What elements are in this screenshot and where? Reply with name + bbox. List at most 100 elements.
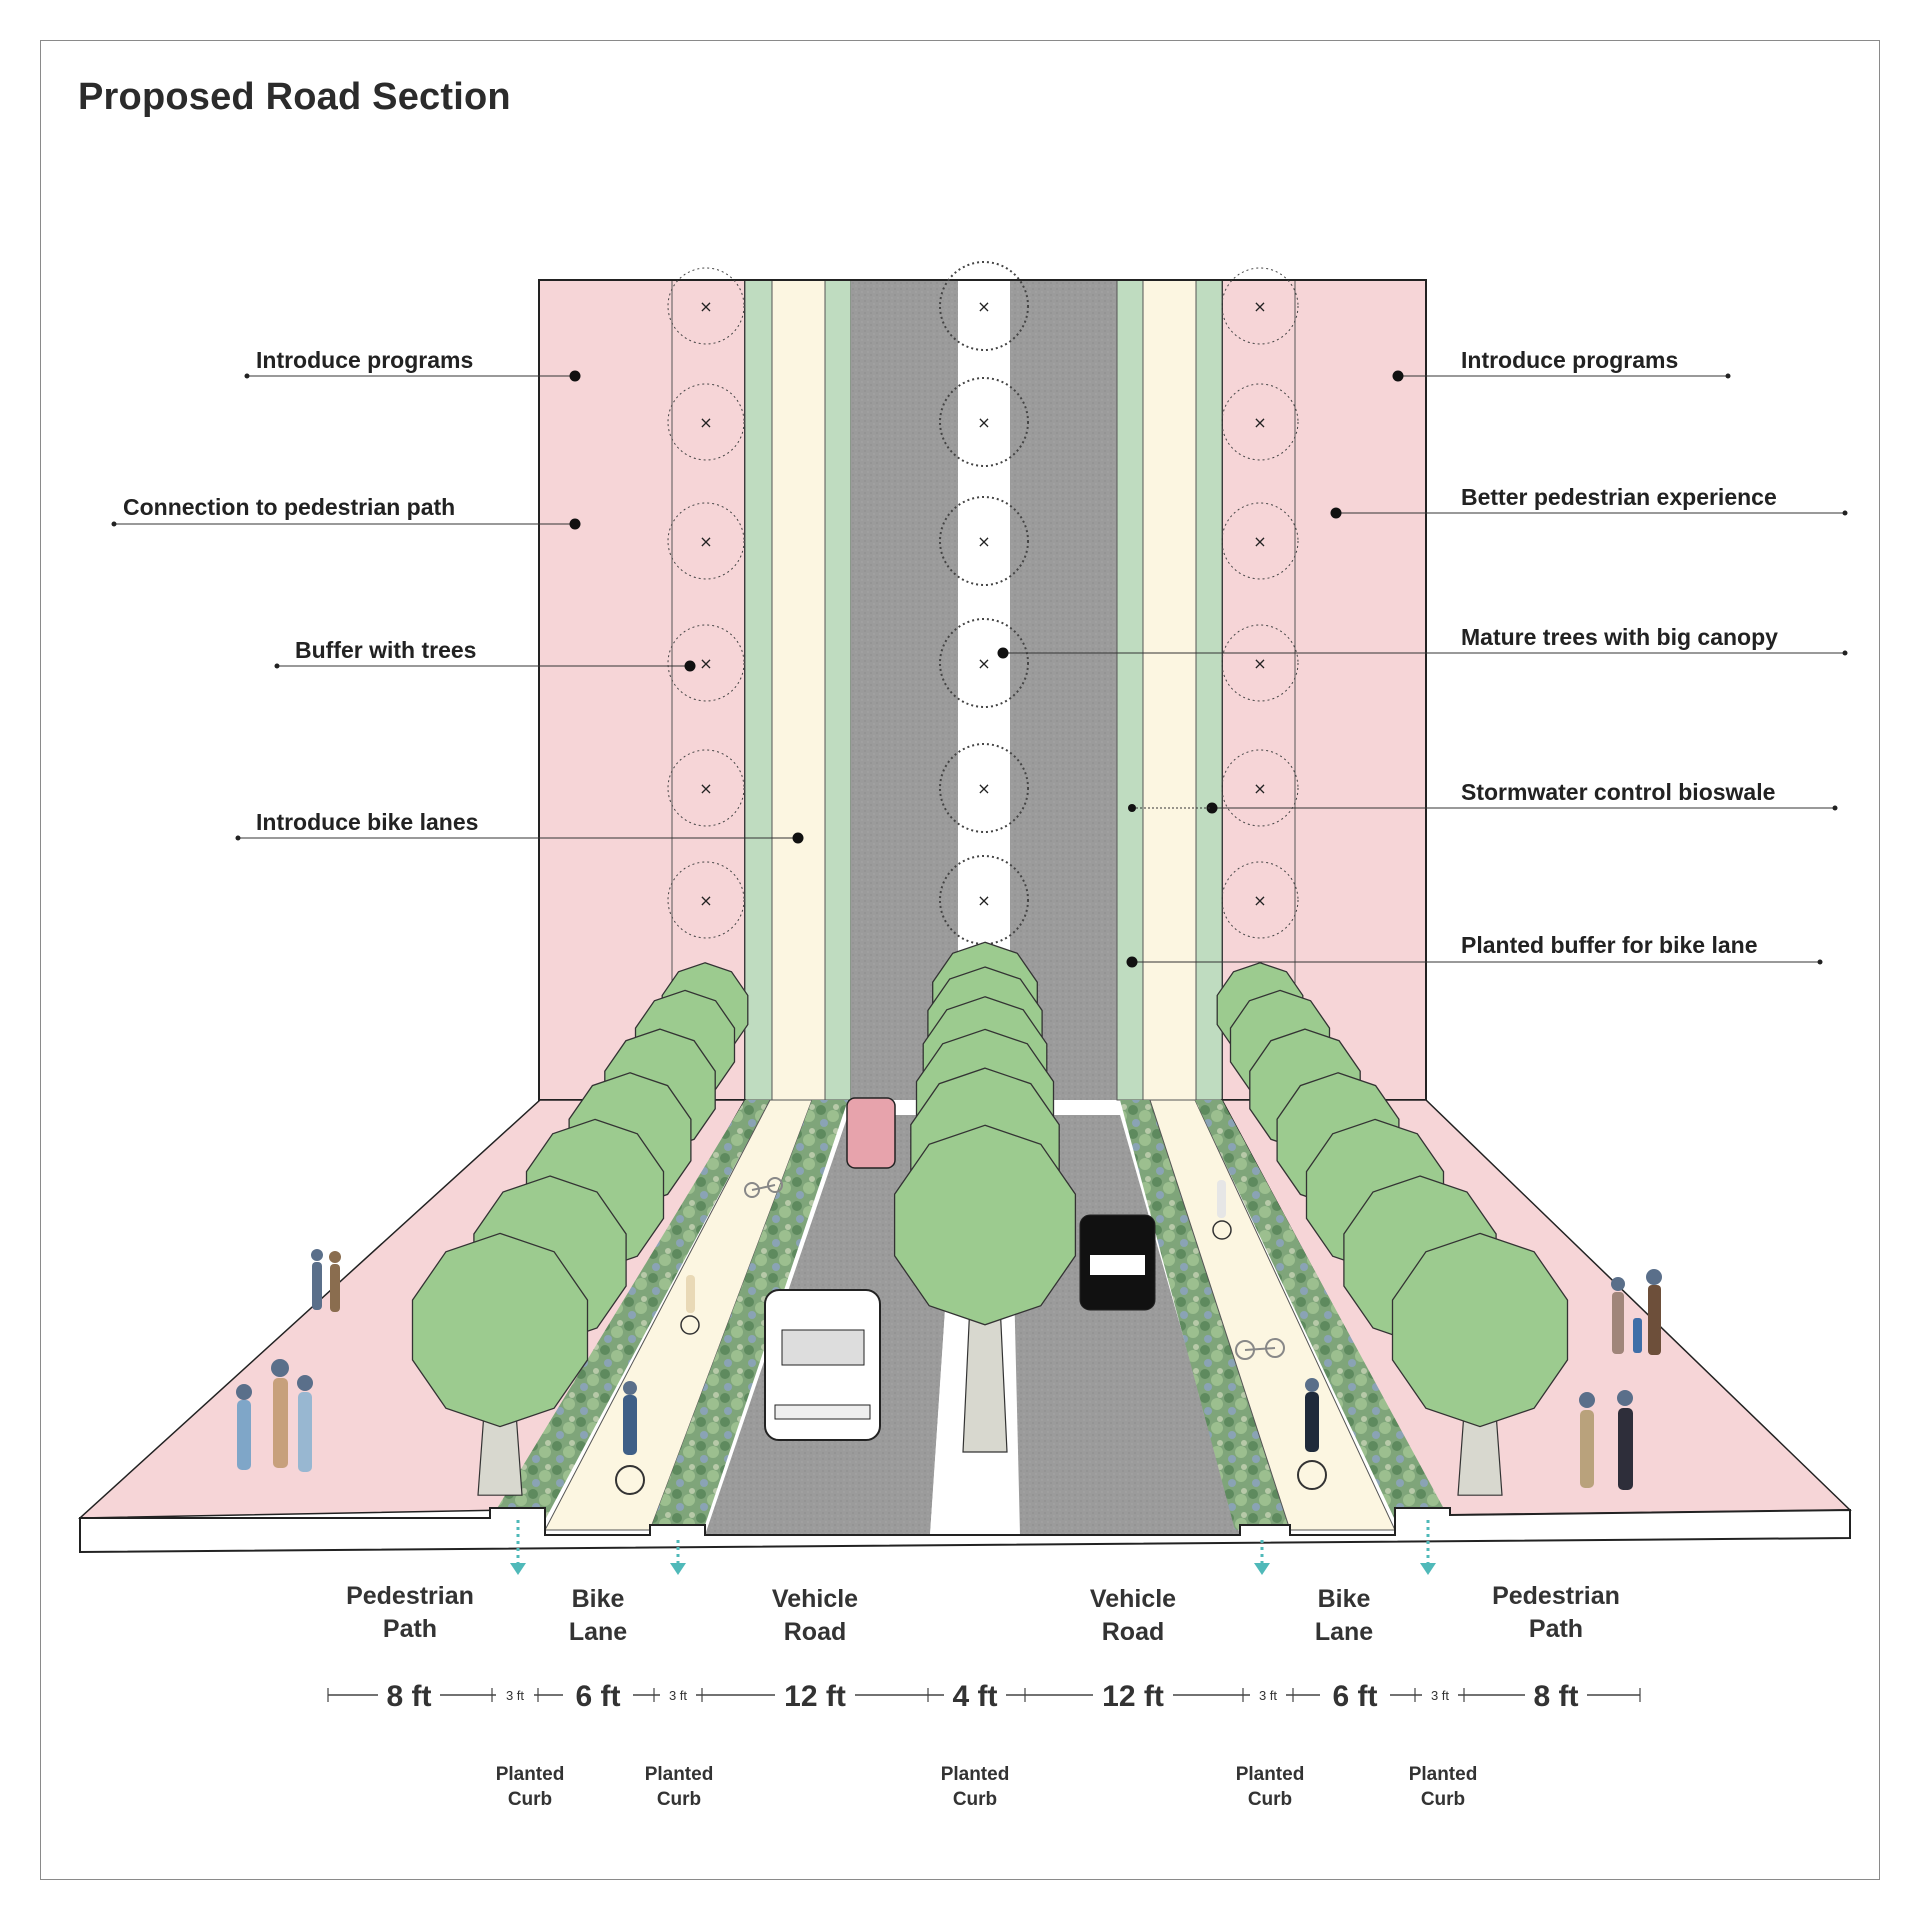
- zone-bike-right-2: Lane: [1315, 1618, 1373, 1646]
- leader-l2-start-dot: [111, 521, 117, 527]
- cyclist-left: [615, 1381, 645, 1495]
- dim-median: 4 ft: [953, 1680, 998, 1713]
- plan-tree-right-1: [1221, 383, 1299, 461]
- leader-l1-start-dot: [244, 373, 250, 379]
- plan-tree-median-marker-1: ×: [977, 413, 990, 432]
- plan-tree-left-marker-1: ×: [699, 413, 712, 432]
- callout-introduce-bike-lanes: Introduce bike lanes: [256, 809, 478, 835]
- curb-label-3b: Curb: [953, 1789, 997, 1810]
- tree-left-6-canopy: [411, 1232, 589, 1428]
- dim-ped-left: 8 ft: [387, 1680, 432, 1713]
- plan-tree-right-marker-3: ×: [1253, 654, 1266, 673]
- zone-bike-left-2: Lane: [569, 1618, 627, 1646]
- dim-bike-left: 6 ft: [576, 1680, 621, 1713]
- perspective-trees: [411, 941, 1569, 1496]
- plan-tree-right-5: [1221, 861, 1299, 939]
- planted-ground-left-inner: [650, 1100, 848, 1530]
- leader-r4-start-dot: [1832, 805, 1838, 811]
- cyclist-right: [1297, 1378, 1327, 1490]
- bike-symbol-right: [1235, 1338, 1285, 1360]
- leader-r4-branch-dot: [1128, 804, 1136, 812]
- plan-tree-median-3: [939, 618, 1029, 708]
- tree-median-5: [893, 1124, 1077, 1453]
- leader-l1-end-dot: [569, 370, 581, 382]
- car-far-red: [846, 1097, 896, 1169]
- walker-group-left-near: [236, 1359, 313, 1472]
- zone-ped-left-2: Path: [383, 1615, 437, 1643]
- plan-tree-right-marker-5: ×: [1253, 891, 1266, 910]
- plan-road-left: [851, 280, 958, 1100]
- callout-stormwater-bioswale: Stormwater control bioswale: [1461, 779, 1775, 805]
- dim-curb-3: 3 ft: [1259, 1688, 1277, 1703]
- callout-buffer-with-trees: Buffer with trees: [295, 637, 476, 663]
- zone-bike-right-1: Bike: [1318, 1585, 1371, 1613]
- leader-r5-end-dot: [1126, 956, 1138, 968]
- plan-tree-left-4: [667, 749, 745, 827]
- plan-tree-right-2: [1221, 502, 1299, 580]
- plan-bike-right: [1142, 279, 1197, 1101]
- leader-r5-start-dot: [1817, 959, 1823, 965]
- curb-label-5b: Curb: [1421, 1789, 1465, 1810]
- curb-label-2a: Planted: [645, 1764, 714, 1785]
- zone-ped-right-2: Path: [1529, 1615, 1583, 1643]
- people: [236, 1180, 1662, 1495]
- callout-planted-buffer-bike-lane: Planted buffer for bike lane: [1461, 932, 1758, 958]
- plan-tree-right-0: [1221, 267, 1299, 345]
- walker-group-right-near: [1579, 1390, 1633, 1490]
- plan-tree-median-marker-0: ×: [977, 297, 990, 316]
- plan-tree-left-3: [667, 624, 745, 702]
- zone-road-left-2: Road: [784, 1618, 847, 1646]
- leader-r2-start-dot: [1842, 510, 1848, 516]
- plan-tree-right-marker-0: ×: [1253, 297, 1266, 316]
- plan-tree-left-0: [667, 267, 745, 345]
- plan-bike-left: [771, 279, 826, 1101]
- callout-leaders: [111, 370, 1848, 968]
- planted-ground-left: [490, 1100, 770, 1520]
- callout-introduce-programs-right: Introduce programs: [1461, 347, 1678, 373]
- curb-labels: Planted Curb Planted Curb Planted Curb P…: [496, 1764, 1478, 1810]
- dimension-bar: 8 ft 3 ft 6 ft 3 ft 12 ft 4 ft 12 ft 3 f…: [327, 1677, 1641, 1713]
- tree-right-6: [1391, 1232, 1569, 1496]
- plan-tree-median-1: [939, 377, 1029, 467]
- dim-curb-2: 3 ft: [669, 1688, 687, 1703]
- callouts-left: Introduce programs Connection to pedestr…: [123, 347, 478, 835]
- leader-r3-start-dot: [1842, 650, 1848, 656]
- tree-left-6: [411, 1232, 589, 1496]
- curb-label-5a: Planted: [1409, 1764, 1478, 1785]
- plan-tree-median-2: [939, 496, 1029, 586]
- leader-r1-start-dot: [1725, 373, 1731, 379]
- leader-r2-end-dot: [1330, 507, 1342, 519]
- cyclist-left-far: [680, 1275, 700, 1335]
- stormwater-arrows: [510, 1520, 1436, 1575]
- dim-curb-4: 3 ft: [1431, 1688, 1449, 1703]
- plan-tree-right-marker-1: ×: [1253, 413, 1266, 432]
- plan-tree-median-marker-4: ×: [977, 779, 990, 798]
- callout-mature-trees-big-canopy: Mature trees with big canopy: [1461, 624, 1778, 650]
- plan-tree-left-2: [667, 502, 745, 580]
- plan-tree-median-5: [939, 855, 1029, 945]
- leader-r1-end-dot: [1392, 370, 1404, 382]
- plan-curb-left-outer: [744, 279, 773, 1101]
- dim-road-left: 12 ft: [784, 1680, 846, 1713]
- planted-ground-right: [1195, 1100, 1450, 1520]
- cyclist-right-far: [1212, 1180, 1232, 1240]
- diagram-frame: [40, 40, 1880, 1880]
- walker-group-right-far: [1611, 1269, 1662, 1355]
- plan-tree-right-marker-2: ×: [1253, 532, 1266, 551]
- curb-label-1a: Planted: [496, 1764, 565, 1785]
- curb-label-2b: Curb: [657, 1789, 701, 1810]
- leader-l3-start-dot: [274, 663, 280, 669]
- plan-tree-median-marker-2: ×: [977, 532, 990, 551]
- plan-tree-right-4: [1221, 749, 1299, 827]
- walker-group-left-far: [311, 1249, 341, 1312]
- plan-tree-median-marker-3: ×: [977, 654, 990, 673]
- dim-curb-1: 3 ft: [506, 1688, 524, 1703]
- storm-arrow-head-1: [670, 1563, 686, 1575]
- zone-labels: Pedestrian Path Bike Lane Vehicle Road V…: [346, 1582, 1620, 1646]
- zone-bike-left-1: Bike: [572, 1585, 625, 1613]
- dim-ped-right: 8 ft: [1534, 1680, 1579, 1713]
- leader-l4-start-dot: [235, 835, 241, 841]
- storm-arrow-head-2: [1254, 1563, 1270, 1575]
- zone-road-right-1: Vehicle: [1090, 1585, 1176, 1613]
- plan-curb-right-inner: [1116, 279, 1144, 1101]
